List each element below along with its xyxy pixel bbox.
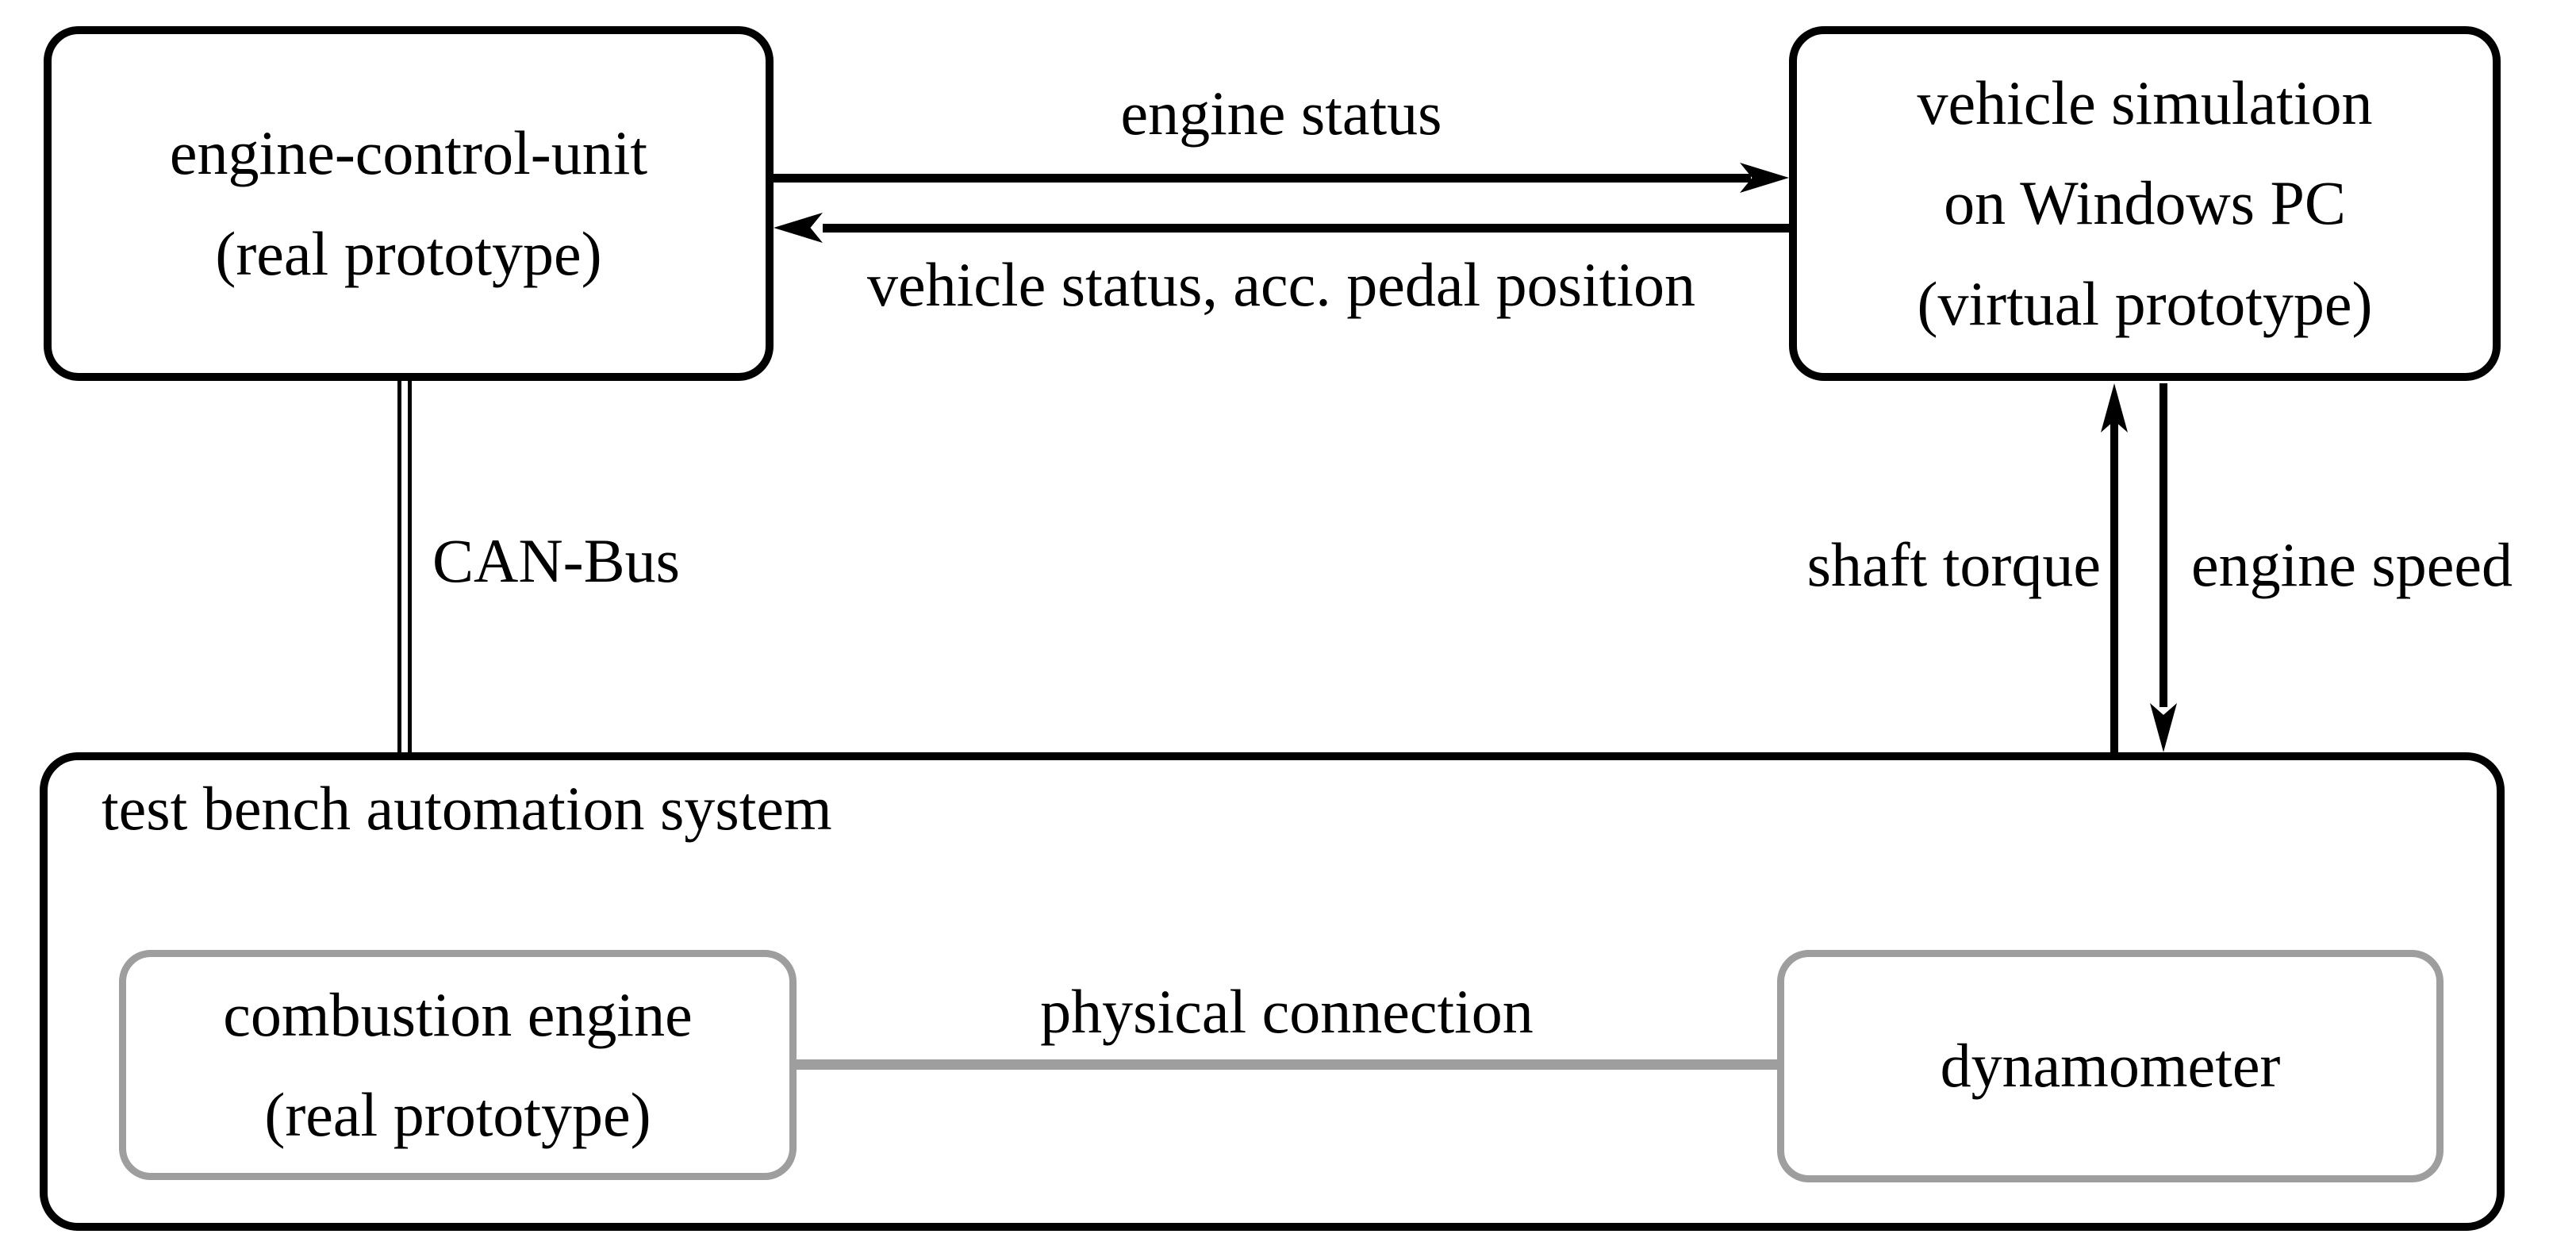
vehicle-status-arrow-line	[823, 224, 1789, 233]
dynamometer-box: dynamometer	[1777, 950, 2444, 1182]
dynamometer-box-label: dynamometer	[1940, 1031, 2281, 1101]
can-bus-double-line	[397, 381, 412, 752]
shaft-torque-arrow-line	[2110, 421, 2118, 752]
engine-speed-arrow-line	[2159, 383, 2167, 707]
combustion-engine-box-line2: (real prototype)	[264, 1080, 651, 1149]
vehicle-simulation-box-line1: vehicle simulation	[1917, 67, 2373, 137]
vehicle-status-arrowhead-left-icon	[774, 213, 823, 243]
engine-speed-arrowhead-down-icon	[2150, 703, 2177, 752]
combustion-engine-box-line1: combustion engine	[223, 979, 693, 1049]
physical-connection-label: physical connection	[1040, 977, 1534, 1046]
can-bus-label: CAN-Bus	[432, 526, 681, 595]
ecu-box-line1: engine-control-unit	[169, 118, 648, 188]
vehicle-simulation-box: vehicle simulation on Windows PC (virtua…	[1789, 26, 2501, 381]
vehicle-status-label: vehicle status, acc. pedal position	[866, 250, 1695, 319]
test-bench-box-label: test bench automation system	[102, 774, 832, 843]
vehicle-simulation-box-line3: (virtual prototype)	[1917, 268, 2373, 338]
physical-connection-line	[797, 1059, 1777, 1070]
vehicle-simulation-box-line2: on Windows PC	[1944, 168, 2346, 238]
ecu-box: engine-control-unit (real prototype)	[44, 26, 774, 381]
ecu-box-line2: (real prototype)	[215, 218, 602, 288]
shaft-torque-label: shaft torque	[1806, 530, 2101, 599]
combustion-engine-box: combustion engine (real prototype)	[119, 950, 797, 1180]
engine-status-label: engine status	[1120, 79, 1442, 148]
engine-speed-label: engine speed	[2191, 530, 2513, 599]
engine-status-arrow-line	[774, 174, 1751, 183]
